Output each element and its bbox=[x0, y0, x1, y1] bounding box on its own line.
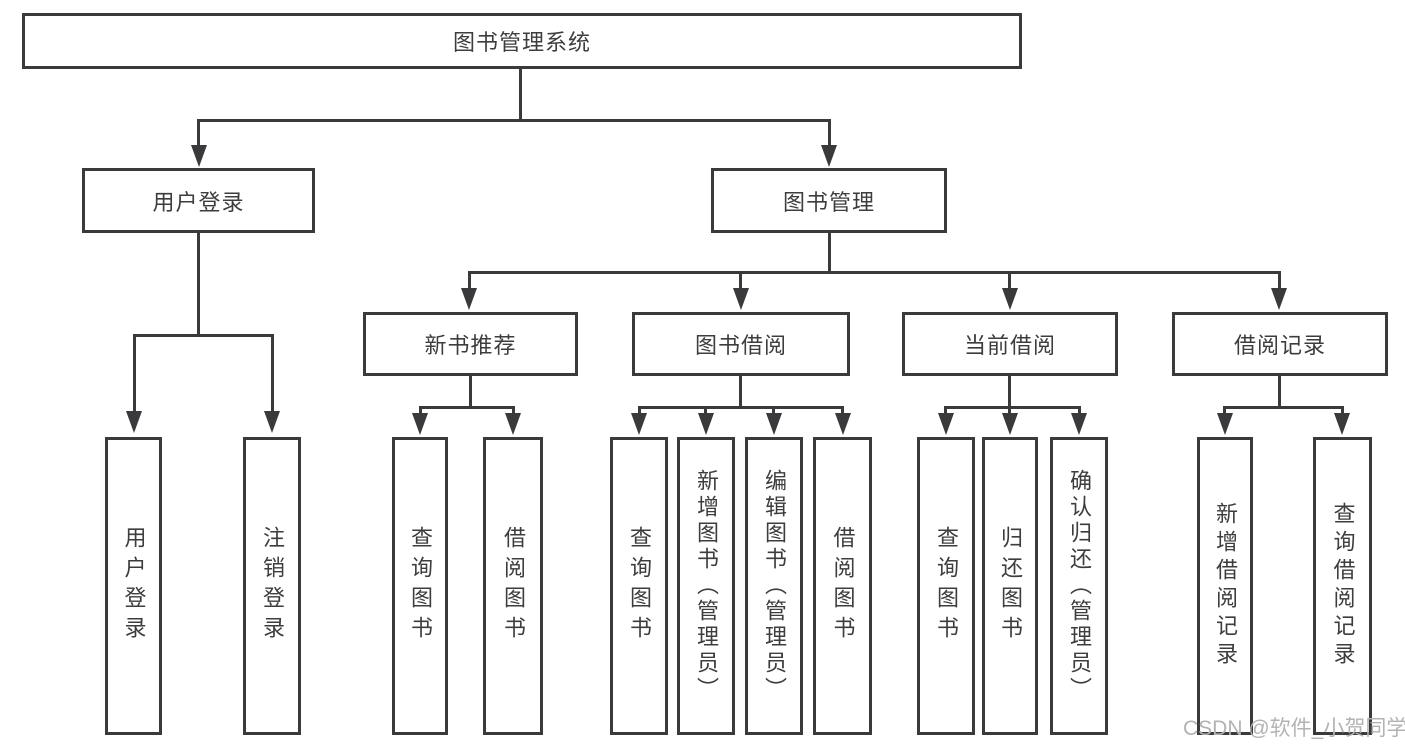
leaf-borrow-books-1: 借阅图书 bbox=[483, 437, 543, 735]
leaf-label: 查询图书 bbox=[408, 526, 433, 646]
arrow-down-icon bbox=[733, 288, 749, 310]
connector-line bbox=[197, 231, 200, 336]
leaf-logout: 注销登录 bbox=[243, 437, 301, 735]
connector-line bbox=[1008, 271, 1011, 290]
leaf-label: 新增借阅记录 bbox=[1213, 502, 1238, 670]
leaf-label: 借阅图书 bbox=[830, 526, 856, 646]
leaf-label: 查询图书 bbox=[934, 526, 959, 646]
arrow-down-icon bbox=[631, 413, 647, 435]
connector-line bbox=[1078, 406, 1081, 416]
connector-line bbox=[1223, 406, 1226, 416]
leaf-query-borrow-record: 查询借阅记录 bbox=[1313, 437, 1372, 735]
arrow-down-icon bbox=[1271, 288, 1287, 310]
connector-line bbox=[519, 66, 522, 120]
node-label: 当前借阅 bbox=[963, 333, 1056, 358]
leaf-label: 注销登录 bbox=[260, 526, 285, 646]
connector-line bbox=[133, 334, 136, 412]
leaf-label: 查询借阅记录 bbox=[1330, 502, 1356, 670]
connector-line bbox=[739, 271, 742, 290]
arrow-down-icon bbox=[835, 413, 851, 435]
connector-line bbox=[271, 334, 274, 412]
arrow-down-icon bbox=[126, 411, 142, 433]
connector-line bbox=[1008, 374, 1011, 408]
leaf-label: 借阅图书 bbox=[501, 526, 526, 646]
connector-line bbox=[1341, 406, 1344, 416]
leaf-borrow-books-2: 借阅图书 bbox=[813, 437, 872, 735]
node-label: 新书推荐 bbox=[424, 333, 517, 358]
connector-line bbox=[1278, 374, 1281, 408]
leaf-query-books-2: 查询图书 bbox=[610, 437, 668, 735]
leaf-add-book-admin: 新增图书（管理员） bbox=[677, 437, 735, 735]
leaf-label: 新增图书（管理员） bbox=[694, 469, 719, 703]
connector-line bbox=[1008, 406, 1011, 416]
arrow-down-icon bbox=[264, 411, 280, 433]
node-book-management: 图书管理 bbox=[711, 168, 947, 233]
connector-line bbox=[419, 406, 422, 416]
connector-line bbox=[638, 406, 844, 409]
arrow-down-icon bbox=[191, 145, 207, 167]
leaf-query-books-3: 查询图书 bbox=[917, 437, 975, 735]
leaf-label: 确认归还（管理员） bbox=[1067, 469, 1092, 703]
connector-line bbox=[133, 334, 274, 337]
node-current-borrowing: 当前借阅 bbox=[902, 312, 1118, 376]
node-label: 图书管理系统 bbox=[452, 30, 591, 55]
connector-line bbox=[197, 119, 200, 147]
arrow-down-icon bbox=[1002, 413, 1018, 435]
leaf-query-books-1: 查询图书 bbox=[392, 437, 448, 735]
connector-line bbox=[1278, 271, 1281, 290]
connector-line bbox=[828, 119, 831, 147]
connector-line bbox=[828, 231, 831, 273]
connector-line bbox=[638, 406, 641, 416]
connector-line bbox=[468, 271, 471, 290]
arrow-down-icon bbox=[1334, 413, 1350, 435]
arrow-down-icon bbox=[412, 413, 428, 435]
arrow-down-icon bbox=[821, 145, 837, 167]
connector-line bbox=[841, 406, 844, 416]
leaf-add-borrow-record: 新增借阅记录 bbox=[1197, 437, 1253, 735]
arrow-down-icon bbox=[505, 413, 521, 435]
arrow-down-icon bbox=[1002, 288, 1018, 310]
connector-line bbox=[197, 119, 831, 122]
node-user-login: 用户登录 bbox=[82, 168, 315, 233]
node-borrowing-records: 借阅记录 bbox=[1172, 312, 1388, 376]
node-label: 用户登录 bbox=[152, 189, 245, 215]
connector-line bbox=[469, 374, 472, 408]
connector-line bbox=[739, 374, 742, 408]
node-book-borrowing: 图书借阅 bbox=[632, 312, 850, 376]
leaf-label: 查询图书 bbox=[627, 526, 652, 646]
connector-line bbox=[772, 406, 775, 416]
connector-line bbox=[468, 271, 1281, 274]
node-label: 图书借阅 bbox=[694, 333, 787, 358]
csdn-watermark: CSDN @软件_小贺同学 bbox=[1183, 717, 1405, 740]
arrow-down-icon bbox=[461, 288, 477, 310]
connector-line bbox=[704, 406, 707, 416]
leaf-label: 用户登录 bbox=[121, 526, 147, 646]
connector-line bbox=[944, 406, 1081, 409]
arrow-down-icon bbox=[698, 413, 714, 435]
leaf-return-books: 归还图书 bbox=[982, 437, 1038, 735]
node-label: 借阅记录 bbox=[1233, 333, 1326, 358]
leaf-label: 归还图书 bbox=[998, 526, 1023, 646]
connector-line bbox=[1223, 406, 1344, 409]
arrow-down-icon bbox=[766, 413, 782, 435]
node-new-book-recommendation: 新书推荐 bbox=[363, 312, 578, 376]
node-library-management-system: 图书管理系统 bbox=[22, 13, 1022, 69]
node-label: 图书管理 bbox=[782, 189, 875, 215]
arrow-down-icon bbox=[1217, 413, 1233, 435]
leaf-user-login: 用户登录 bbox=[105, 437, 162, 735]
connector-line bbox=[944, 406, 947, 416]
leaf-edit-book-admin: 编辑图书（管理员） bbox=[745, 437, 803, 735]
arrow-down-icon bbox=[938, 413, 954, 435]
arrow-down-icon bbox=[1071, 413, 1087, 435]
connector-line bbox=[512, 406, 515, 416]
leaf-label: 编辑图书（管理员） bbox=[762, 469, 787, 703]
connector-line bbox=[419, 406, 515, 409]
leaf-confirm-return-admin: 确认归还（管理员） bbox=[1050, 437, 1108, 735]
